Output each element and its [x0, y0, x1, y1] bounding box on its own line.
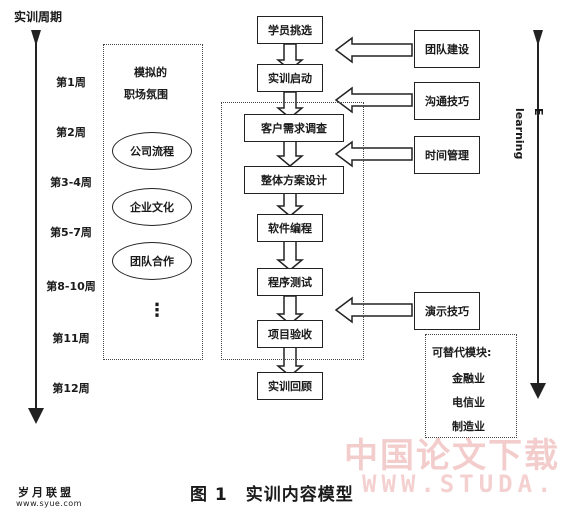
week-label: 第1周 [56, 76, 86, 89]
week-label: 第5-7周 [50, 226, 92, 239]
atmosphere-item: 团队合作 [112, 242, 192, 280]
skill-arrows [334, 36, 413, 324]
elearning-label-wrap: E-learning [512, 108, 550, 159]
atmosphere-box [103, 44, 203, 360]
module-item: 制造业 [452, 420, 485, 433]
watermark-cn: 中国论文下载 [344, 436, 560, 476]
skill-box: 沟通技巧 [414, 82, 480, 120]
week-label: 第12周 [52, 382, 90, 395]
week-label: 第8-10周 [46, 280, 96, 293]
elearning-arrow [530, 30, 546, 399]
timeline-arrow [28, 30, 44, 424]
project-phase-frame [221, 102, 364, 360]
skill-box: 团队建设 [414, 30, 480, 68]
week-label: 第2周 [56, 126, 86, 139]
atmosphere-more: ⋮ [148, 300, 166, 321]
step-box: 软件编程 [257, 214, 323, 242]
atmosphere-item: 公司流程 [112, 132, 192, 170]
modules-title: 可替代模块: [432, 346, 492, 359]
modules-box [425, 334, 517, 438]
week-label: 第11周 [52, 332, 90, 345]
step-box: 实训回顾 [257, 372, 323, 400]
step-box: 客户需求调查 [244, 114, 344, 142]
module-item: 金融业 [452, 372, 485, 385]
skill-box: 演示技巧 [414, 292, 480, 330]
step-box: 学员挑选 [257, 16, 323, 44]
atmosphere-title-line2: 职场氛围 [124, 88, 168, 101]
atmosphere-item: 企业文化 [112, 188, 192, 226]
atmosphere-title-line1: 模拟的 [134, 66, 167, 79]
step-box: 程序测试 [257, 268, 323, 296]
figure-caption: 图 1 实训内容模型 [190, 485, 354, 505]
site-logo: 岁月联盟 [18, 486, 74, 499]
site-logo-url: www.syue.com [16, 499, 82, 508]
week-label: 第3-4周 [50, 176, 92, 189]
timeline-title: 实训周期 [14, 10, 63, 24]
elearning-label: E-learning [513, 108, 545, 160]
step-box: 实训启动 [257, 64, 323, 92]
watermark-en: WWW.STUDA. [362, 470, 557, 498]
skill-box: 时间管理 [414, 136, 480, 174]
step-box: 整体方案设计 [244, 166, 344, 194]
step-box: 项目验收 [257, 320, 323, 348]
step-flow-arrows [275, 43, 305, 377]
module-item: 电信业 [452, 396, 485, 409]
